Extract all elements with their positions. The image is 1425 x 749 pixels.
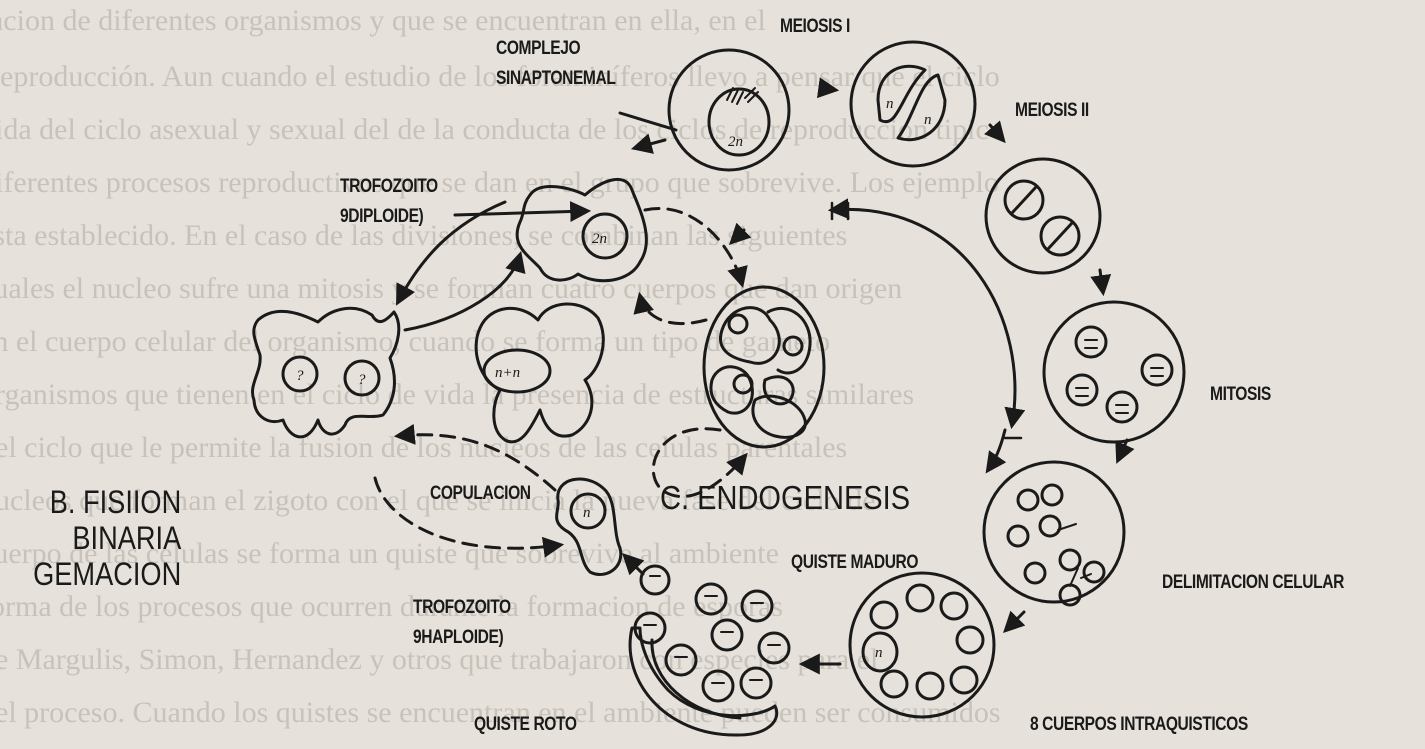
binary-fission-label-line2: BINARIA xyxy=(33,520,181,556)
nucleus-label: n xyxy=(583,505,591,521)
ruptured-cyst xyxy=(630,566,789,735)
binary-fission-trophozoite: ? ? xyxy=(252,308,398,437)
arrow xyxy=(732,230,744,242)
dashed-arrow xyxy=(640,296,706,324)
arrow xyxy=(635,140,665,148)
binary-fission-label-line3: GEMACION xyxy=(33,556,181,592)
arrow xyxy=(625,556,643,574)
haploid-trophozoite-label-line2: 9HAPLOIDE) xyxy=(413,627,511,649)
nucleus-label: 2n xyxy=(592,231,607,247)
nucleus-label: n xyxy=(875,645,883,661)
meiosis-2-label: MEIOSIS II xyxy=(1015,100,1089,122)
meiosis-1-label: MEIOSIS I xyxy=(780,16,850,38)
haploid-trophozoite: n xyxy=(557,479,621,575)
nucleus-label: n+n xyxy=(495,365,520,381)
budding-trophozoite: n+n xyxy=(476,304,603,442)
arrow xyxy=(990,125,1003,140)
nucleus-label: ? xyxy=(358,372,366,388)
binary-fission-label: B. FISIION BINARIA GEMACION xyxy=(33,484,181,592)
synaptonemal-complex-label-line1: COMPLEJO xyxy=(496,38,615,60)
arrow xyxy=(455,211,587,215)
arrow xyxy=(1006,612,1024,630)
copulation-label: COPULACION xyxy=(430,483,531,505)
mature-cyst-label: QUISTE MADURO xyxy=(791,552,918,574)
endogenesis-cell xyxy=(704,287,824,447)
nucleus-label: ? xyxy=(296,368,304,384)
diploid-trophozoite-label-line2: 9DIPLOIDE) xyxy=(340,206,438,228)
arrow xyxy=(1100,270,1103,292)
nucleus-label: n xyxy=(886,96,894,112)
diploid-trophozoite: 2n xyxy=(517,179,646,280)
nucleus-label: 2n xyxy=(728,134,743,150)
double-arrow xyxy=(832,209,1015,425)
intracyst-bodies-label: 8 CUERPOS INTRAQUISTICOS xyxy=(1030,714,1248,736)
synaptonemal-complex-label: COMPLEJO SINAPTONEMAL xyxy=(496,38,615,90)
mature-cyst: n xyxy=(850,573,994,717)
cell-delimitation-label: DELIMITACION CELULAR xyxy=(1162,572,1344,594)
binary-fission-label-line1: B. FISIION xyxy=(33,484,181,520)
dashed-arrow xyxy=(645,208,742,284)
haploid-trophozoite-label-line1: TROFOZOITO xyxy=(413,597,511,619)
cell-delimitation-cell xyxy=(984,462,1124,605)
arrow xyxy=(820,88,835,90)
synaptonemal-complex-label-line2: SINAPTONEMAL xyxy=(496,68,615,90)
diploid-trophozoite-label-line1: TROFOZOITO xyxy=(340,176,438,198)
synaptonemal-complex-cell: 2n xyxy=(669,50,789,170)
haploid-trophozoite-label: TROFOZOITO 9HAPLOIDE) xyxy=(413,597,511,649)
pointer-line xyxy=(620,113,676,130)
ruptured-cyst-label: QUISTE ROTO xyxy=(474,714,577,736)
meiosis-1-cell: n n xyxy=(851,42,975,166)
meiosis-2-cell xyxy=(986,159,1100,273)
nucleus-label: n xyxy=(924,112,932,128)
dashed-arrow xyxy=(398,435,555,490)
mitosis-label: MITOSIS xyxy=(1210,384,1271,406)
endogenesis-label: C. ENDOGENESIS xyxy=(660,479,910,517)
mitosis-cell xyxy=(1044,302,1184,442)
diploid-trophozoite-label: TROFOZOITO 9DIPLOIDE) xyxy=(340,176,438,228)
